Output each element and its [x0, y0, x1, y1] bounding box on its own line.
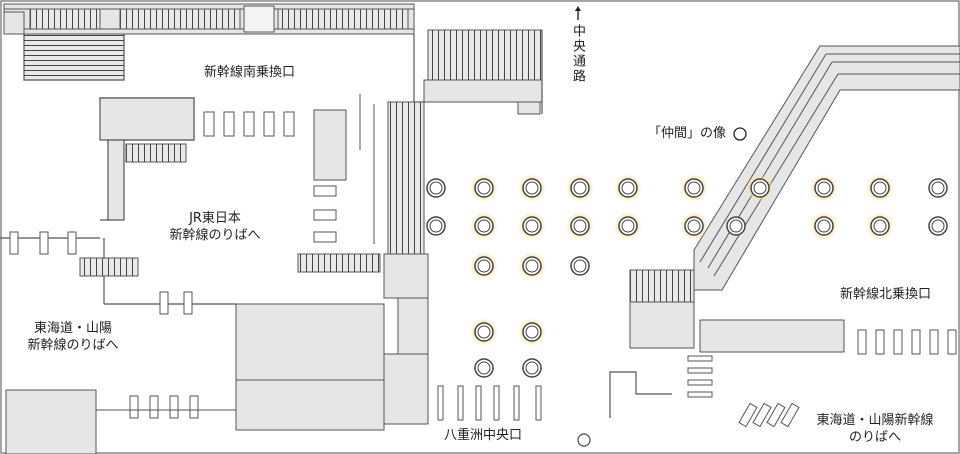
nakama-statue-label: 「仲間」の像 [648, 126, 727, 141]
yaesu-central-gate-label: 八重洲中央口 [444, 428, 523, 443]
inner-stairs [79, 143, 381, 277]
pillar-highlighted [746, 174, 774, 202]
stair-left-top [23, 33, 125, 81]
pillar-highlighted [518, 212, 546, 240]
pillar [426, 216, 446, 236]
tokaido-left-line2: 新幹線のりばへ [27, 338, 119, 353]
center-escalator [383, 101, 429, 425]
tokaido-left-label: 東海道・山陽 新幹線のりばへ [8, 320, 138, 354]
pillar-highlighted [518, 174, 546, 202]
bottom-right-barriers [738, 402, 800, 428]
pillar-highlighted [566, 212, 594, 240]
pillar-highlighted [566, 174, 594, 202]
yaesu-gate-barriers [437, 385, 542, 421]
tokaido-bottom-line1: 東海道・山陽新幹線 [816, 413, 934, 428]
north-gate-barriers [687, 329, 957, 398]
misc-outlines [541, 30, 672, 418]
pillar-highlighted [680, 174, 708, 202]
pillar-group [426, 174, 948, 447]
pillar [726, 216, 746, 236]
pillar-highlighted [614, 174, 642, 202]
left-barriers [9, 231, 199, 419]
pillar-highlighted [518, 318, 546, 346]
pillar-highlighted [866, 174, 894, 202]
jr-east-label: JR東日本 新幹線のりばへ [150, 210, 280, 244]
south-gate-barriers [203, 94, 375, 244]
arrow-up-icon [575, 6, 581, 20]
pillar-highlighted [470, 174, 498, 202]
stair-band-1 [29, 8, 101, 30]
pillar [474, 358, 494, 378]
tokaido-bottom-line2: のりばへ [848, 430, 901, 445]
pillar [928, 216, 948, 236]
shinkansen-south-gate-label: 新幹線南乗換口 [204, 65, 296, 80]
central-passage-label: 中央通路 [570, 24, 585, 84]
stair-band-3 [277, 8, 409, 30]
circle-outline-icon [733, 127, 747, 141]
pillar [426, 178, 446, 198]
jr-east-line2: 新幹線のりばへ [169, 228, 261, 243]
top-left-structure [3, 3, 415, 81]
tokaido-bottom-label: 東海道・山陽新幹線 のりばへ [800, 412, 950, 446]
pillar [522, 358, 542, 378]
passage-stair [423, 29, 543, 254]
pillar-highlighted [810, 212, 838, 240]
pillar-highlighted [866, 212, 894, 240]
stair-band-2 [119, 8, 241, 30]
south-gate-hall [0, 34, 424, 305]
pillar-highlighted [470, 318, 498, 346]
shinkansen-north-gate-label: 新幹線北乗換口 [840, 287, 932, 302]
pillar-highlighted [470, 212, 498, 240]
pillar-highlighted [810, 174, 838, 202]
jr-east-line1: JR東日本 [189, 211, 241, 226]
pillar-highlighted [614, 212, 642, 240]
pillar-highlighted [518, 252, 546, 280]
small-marker [577, 433, 591, 447]
pillar [928, 178, 948, 198]
diagonal-escalator [629, 45, 960, 353]
pillar [570, 256, 590, 276]
pillar-highlighted [680, 212, 708, 240]
pillar-highlighted [470, 252, 498, 280]
tokaido-left-line1: 東海道・山陽 [33, 321, 112, 336]
lower-left-blocks [5, 303, 385, 454]
